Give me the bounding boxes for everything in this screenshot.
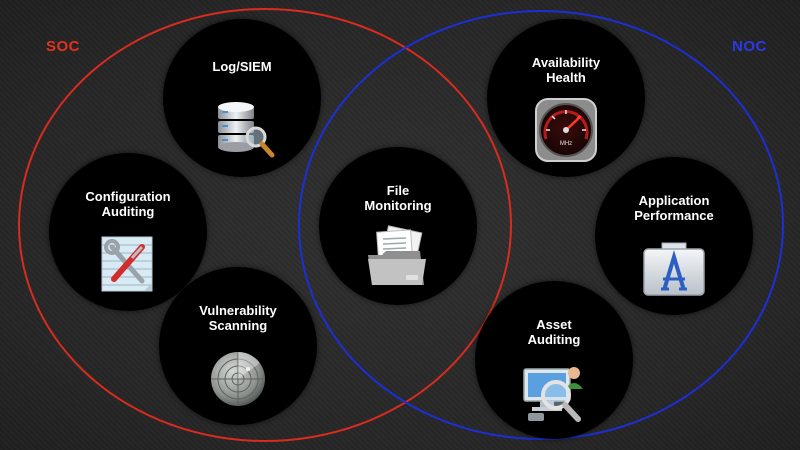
asset-auditing-node: Asset Auditing	[475, 281, 633, 439]
availability-health-label: Availability Health	[531, 55, 601, 85]
applications-folder-icon	[638, 235, 710, 301]
radar-icon	[202, 345, 274, 411]
asset-auditing-label: Asset Auditing	[527, 317, 581, 347]
application-performance-label: Application Performance	[634, 193, 714, 223]
configuration-auditing-node: Configuration Auditing	[49, 153, 207, 311]
configuration-auditing-label: Configuration Auditing	[85, 189, 171, 219]
log-siem-label: Log/SIEM	[212, 59, 272, 74]
file-monitoring-label: File Monitoring	[364, 183, 432, 213]
vulnerability-scanning-node: Vulnerability Scanning	[159, 267, 317, 425]
soc-label: SOC	[46, 38, 81, 55]
computer-magnifier-icon	[518, 359, 590, 425]
noc-label: NOC	[732, 38, 767, 55]
tools-document-icon	[92, 231, 164, 297]
folder-documents-icon	[362, 225, 434, 291]
vulnerability-scanning-label: Vulnerability Scanning	[199, 303, 277, 333]
database-search-icon	[206, 97, 278, 163]
gauge-unit-text: MHz	[560, 141, 572, 147]
application-performance-node: Application Performance	[595, 157, 753, 315]
noc-circle	[298, 10, 784, 440]
availability-health-node: Availability Health	[487, 19, 645, 177]
gauge-icon: MHz	[530, 97, 602, 163]
log-siem-node: Log/SIEM	[163, 19, 321, 177]
file-monitoring-node: File Monitoring	[319, 147, 477, 305]
